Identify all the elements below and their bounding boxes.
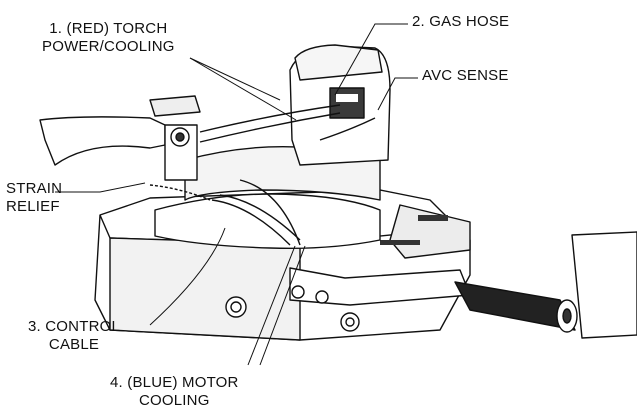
torch-power-hose [199, 112, 341, 143]
cooling-hose [211, 199, 291, 246]
callout-torch-line2: POWER/COOLING [42, 38, 175, 55]
top-clamp [149, 95, 201, 117]
motor-cooling-hose [239, 179, 301, 246]
plate-label [380, 240, 420, 245]
motor-leader [259, 245, 306, 366]
gas-hose-leader [334, 23, 408, 96]
torch-leader [189, 57, 281, 101]
avc-cable [319, 117, 376, 141]
strain-relief-spring [149, 184, 211, 201]
torch-leader [189, 57, 297, 121]
knurled-grip [454, 281, 576, 331]
side-plate [571, 231, 637, 339]
arm-bolt [315, 290, 329, 304]
arm-bolt [291, 285, 305, 299]
lower-body [154, 193, 381, 250]
control-leader [149, 227, 226, 326]
callout-motor-line1: 4. (BLUE) MOTOR [110, 374, 239, 391]
connector-block-face [336, 94, 358, 102]
callout-gas-hose-text: 2. GAS HOSE [412, 13, 510, 30]
pivot-bolt-inner [175, 132, 185, 142]
callout-avc-sense: AVC SENSE [422, 67, 509, 85]
motor-leader [247, 245, 296, 366]
callout-torch-line1: 1. (RED) TORCH [49, 20, 168, 37]
strain-leader [55, 182, 146, 193]
base-bolt-inner [230, 301, 242, 313]
callout-gas-hose: 2. GAS HOSE [412, 13, 509, 31]
callout-strain-line2: RELIEF [6, 198, 60, 215]
callout-avc-sense-text: AVC SENSE [422, 67, 509, 84]
callout-motor-line2: COOLING [139, 392, 210, 409]
callout-control-line2: CABLE [48, 336, 100, 353]
callout-strain-relief: STRAIN RELIEF [6, 180, 62, 216]
callout-control-line1: 3. CONTROL [28, 318, 121, 335]
callout-motor-cooling: 4. (BLUE) MOTOR COOLING [110, 374, 239, 410]
callout-torch-power-cooling: 1. (RED) TORCH POWER/COOLING [42, 20, 175, 56]
callout-strain-line1: STRAIN [6, 180, 63, 197]
cooling-hose [219, 194, 301, 241]
callout-control-cable: 3. CONTROL CABLE [28, 318, 120, 354]
grip-end-inner [562, 308, 572, 324]
plate-label [418, 215, 448, 221]
base-front-face [109, 237, 301, 341]
base-bolt-inner [345, 317, 355, 327]
upper-cap [294, 44, 383, 81]
avc-leader [377, 77, 418, 111]
torch-power-hose [199, 104, 341, 133]
left-handle [39, 116, 166, 166]
bracket-plate [389, 204, 471, 259]
